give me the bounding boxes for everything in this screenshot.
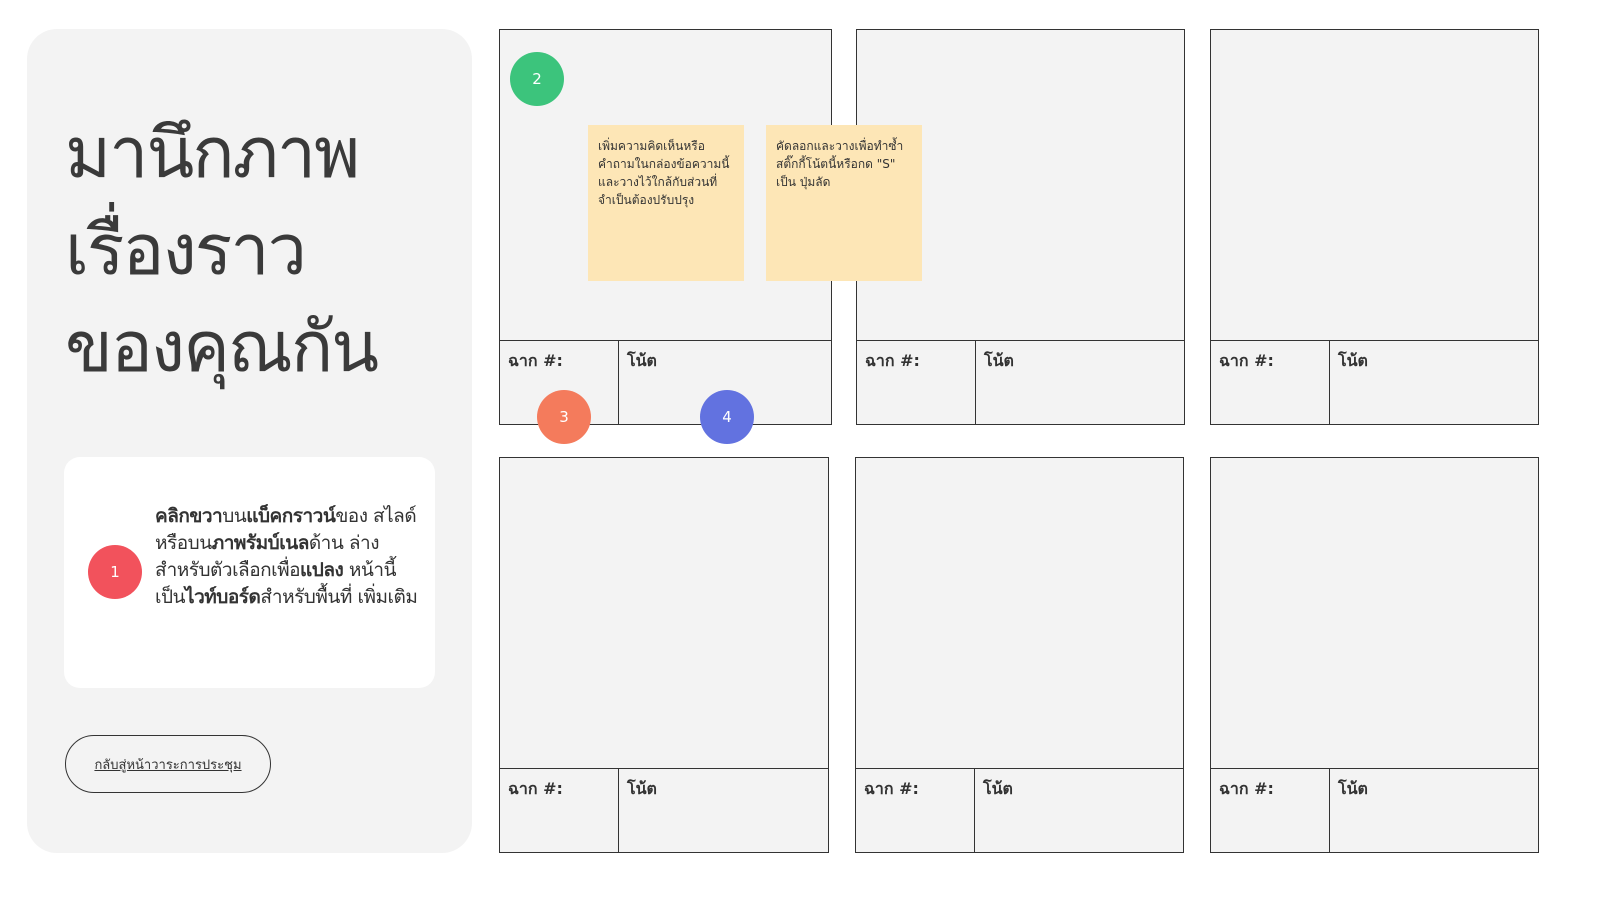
scene-number-label: ฉาก #: — [857, 341, 976, 424]
step-marker-2: 2 — [510, 52, 564, 106]
frame-note-label: โน้ต — [1338, 351, 1368, 370]
page-title: มานึกภาพ เรื่องราว ของคุณกัน — [65, 105, 465, 396]
instruction-bold-right-click: คลิกขวา — [155, 505, 223, 527]
frame-note-label: โน้ต — [627, 351, 657, 370]
title-line-2: เรื่องราว — [65, 209, 307, 291]
instruction-text-part: บน — [222, 505, 247, 527]
frame-meta: ฉาก #: โน้ต — [857, 340, 1184, 424]
step-marker-3: 3 — [537, 390, 591, 444]
sticky-note-copy-hint[interactable]: คัดลอกและวางเพื่อทำซ้ำสติ๊กกี้โน้ตนี้หรื… — [766, 125, 922, 281]
step-marker-4: 4 — [700, 390, 754, 444]
instruction-card: คลิกขวาบนแบ็คกราวน์ของ สไลด์ หรือบนภาพรั… — [64, 457, 435, 688]
storyboard-frame-3[interactable]: ฉาก #: โน้ต — [1210, 29, 1539, 425]
intro-panel: มานึกภาพ เรื่องราว ของคุณกัน คลิกขวาบนแบ… — [27, 29, 472, 853]
instruction-text-part: สำหรับพื้นที่ เพิ่มเติม — [260, 586, 418, 608]
frame-meta: ฉาก #: โน้ต — [1211, 768, 1538, 852]
instruction-text: คลิกขวาบนแบ็คกราวน์ของ สไลด์ หรือบนภาพรั… — [155, 503, 425, 611]
frame-meta: ฉาก #: โน้ต — [500, 768, 828, 852]
instruction-text-part: ด้าน ล่าง สำหรับตัวเลือกเพื่อ — [155, 532, 379, 581]
frame-note-label: โน้ต — [627, 779, 657, 798]
instruction-bold-thumbnail: ภาพรัมบ์เนล — [211, 532, 310, 554]
frame-meta: ฉาก #: โน้ต — [500, 340, 831, 424]
scene-number-label: ฉาก #: — [1211, 341, 1330, 424]
frame-note-label: โน้ต — [983, 779, 1013, 798]
instruction-text-part: หน้านี้เป็น — [155, 559, 397, 608]
title-line-3: ของคุณกัน — [65, 306, 379, 388]
scene-number-label: ฉาก #: — [500, 769, 619, 852]
step-marker-1: 1 — [88, 545, 142, 599]
sticky-note-comment[interactable]: เพิ่มความคิดเห็นหรือคำถามในกล่องข้อความน… — [588, 125, 744, 281]
instruction-text-part: ของ สไลด์ หรือบน — [155, 505, 417, 554]
instruction-bold-whiteboard: ไวท์บอร์ด — [185, 586, 261, 608]
instruction-bold-convert: แปลง — [300, 559, 344, 581]
scene-number-label: ฉาก #: — [856, 769, 975, 852]
title-line-1: มานึกภาพ — [65, 112, 360, 194]
frame-note-label: โน้ต — [1338, 779, 1368, 798]
scene-number-label: ฉาก #: — [500, 341, 619, 424]
storyboard-frame-6[interactable]: ฉาก #: โน้ต — [1210, 457, 1539, 853]
frame-meta: ฉาก #: โน้ต — [1211, 340, 1538, 424]
storyboard-frame-4[interactable]: ฉาก #: โน้ต — [499, 457, 829, 853]
storyboard-frame-5[interactable]: ฉาก #: โน้ต — [855, 457, 1184, 853]
back-to-agenda-button[interactable]: กลับสู่หน้าวาระการประชุม — [65, 735, 271, 793]
scene-number-label: ฉาก #: — [1211, 769, 1330, 852]
frame-note-label: โน้ต — [984, 351, 1014, 370]
frame-meta: ฉาก #: โน้ต — [856, 768, 1183, 852]
instruction-bold-background: แบ็คกราวน์ — [246, 505, 336, 527]
